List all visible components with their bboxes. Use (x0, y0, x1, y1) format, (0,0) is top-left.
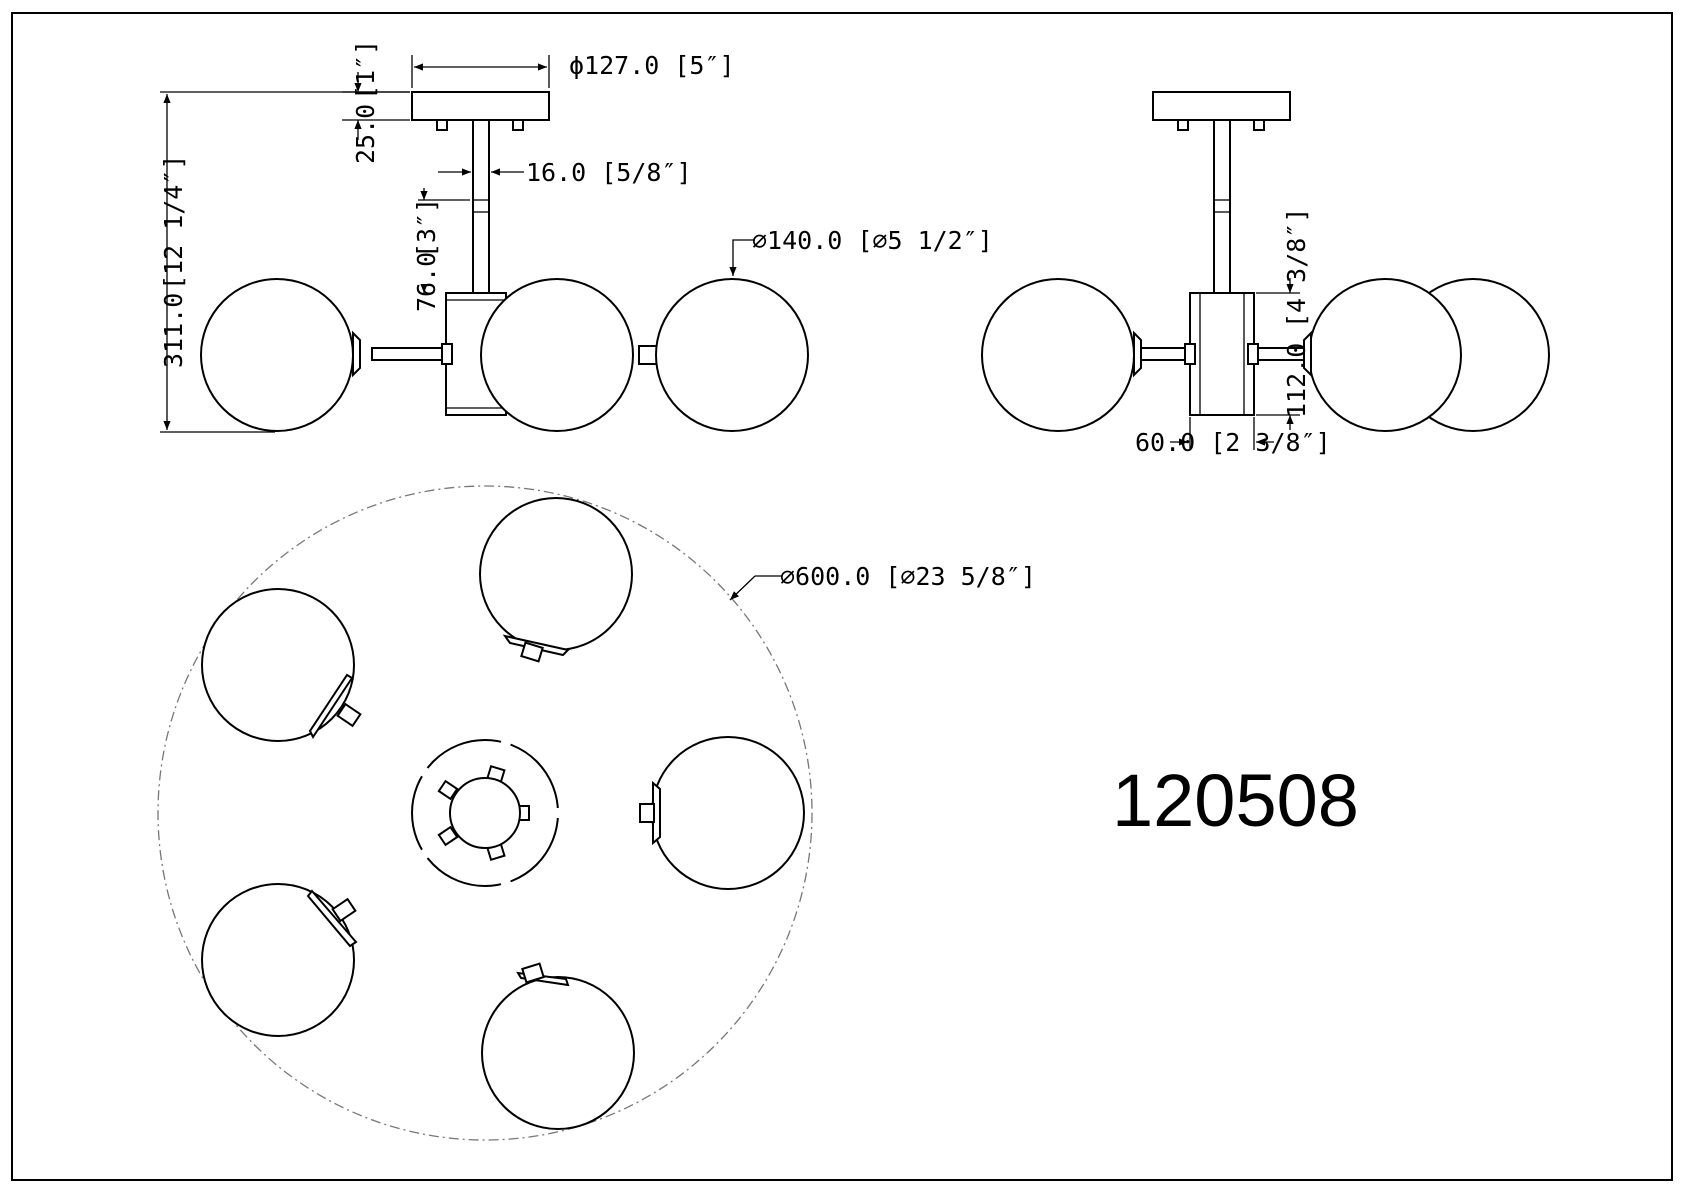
arm-joint (441, 343, 453, 365)
stem-height-mm-label: 76.0 (412, 252, 441, 312)
overall-diameter-outline (157, 485, 813, 1141)
stem-width-label: 16.0 [5/8″] (526, 158, 692, 187)
center-hub (449, 777, 521, 849)
canopy-screw (1177, 119, 1189, 131)
hub-width-label: 60.0 [2 3/8″] (1135, 428, 1331, 457)
hub-height-in-label: [4 3/8″] (1282, 208, 1311, 328)
arm-joint (331, 897, 357, 923)
arm-joint (1247, 343, 1259, 365)
canopy-plate (411, 91, 550, 121)
globe (201, 883, 355, 1037)
overall-height-in-label: [12 1/4″] (159, 155, 188, 290)
front-view: ϕ127.0 [5″] 25.0 [1″] 16.0 [5/8″] 76.0 [… (159, 40, 993, 433)
socket-cup (308, 673, 354, 739)
globe (479, 497, 633, 651)
socket-cup (352, 330, 361, 378)
globe (1308, 278, 1462, 432)
canopy-diameter-label: ϕ127.0 [5″] (569, 51, 735, 80)
canopy-screw (436, 119, 448, 131)
globe (981, 278, 1135, 432)
arm-joint (639, 803, 655, 823)
side-view: 112.0 [4 3/8″] 60.0 [2 3/8″] (981, 91, 1550, 457)
globe (655, 278, 809, 432)
stem (1213, 119, 1231, 294)
top-view: ⌀600.0 [⌀23 5/8″] (157, 485, 1036, 1141)
hub-joint (437, 779, 459, 801)
hub-joint (437, 825, 459, 847)
globe (480, 278, 634, 432)
globe (201, 588, 355, 742)
socket-cup (1133, 330, 1142, 378)
arm-joint (1184, 343, 1196, 365)
canopy-screw (1253, 119, 1265, 131)
globe (200, 278, 354, 432)
hub-height-mm-label: 112.0 (1282, 343, 1311, 418)
stem-height-in-label: [3″] (412, 198, 441, 258)
sheet-border (11, 12, 1673, 1181)
canopy-height-in-label: [1″] (351, 40, 380, 100)
overall-diameter-label: ⌀600.0 [⌀23 5/8″] (780, 562, 1036, 591)
socket-cup (306, 889, 358, 948)
arm (371, 347, 447, 361)
arm-joint (520, 641, 544, 663)
stem (472, 119, 490, 294)
arm-joint (336, 702, 362, 728)
hub (1189, 292, 1255, 416)
arm-joint (521, 962, 545, 984)
arm (1140, 347, 1192, 361)
globe-diameter-label: ⌀140.0 [⌀5 1/2″] (752, 226, 993, 255)
canopy-height-mm-label: 25.0 (351, 104, 380, 164)
overall-height-mm-label: 311.0 (159, 293, 188, 368)
socket-cup (1303, 330, 1312, 378)
canopy-screw (512, 119, 524, 131)
globe (481, 976, 635, 1130)
globe (651, 736, 805, 890)
canopy-plate (1152, 91, 1291, 121)
model-number: 120508 (1112, 759, 1359, 842)
